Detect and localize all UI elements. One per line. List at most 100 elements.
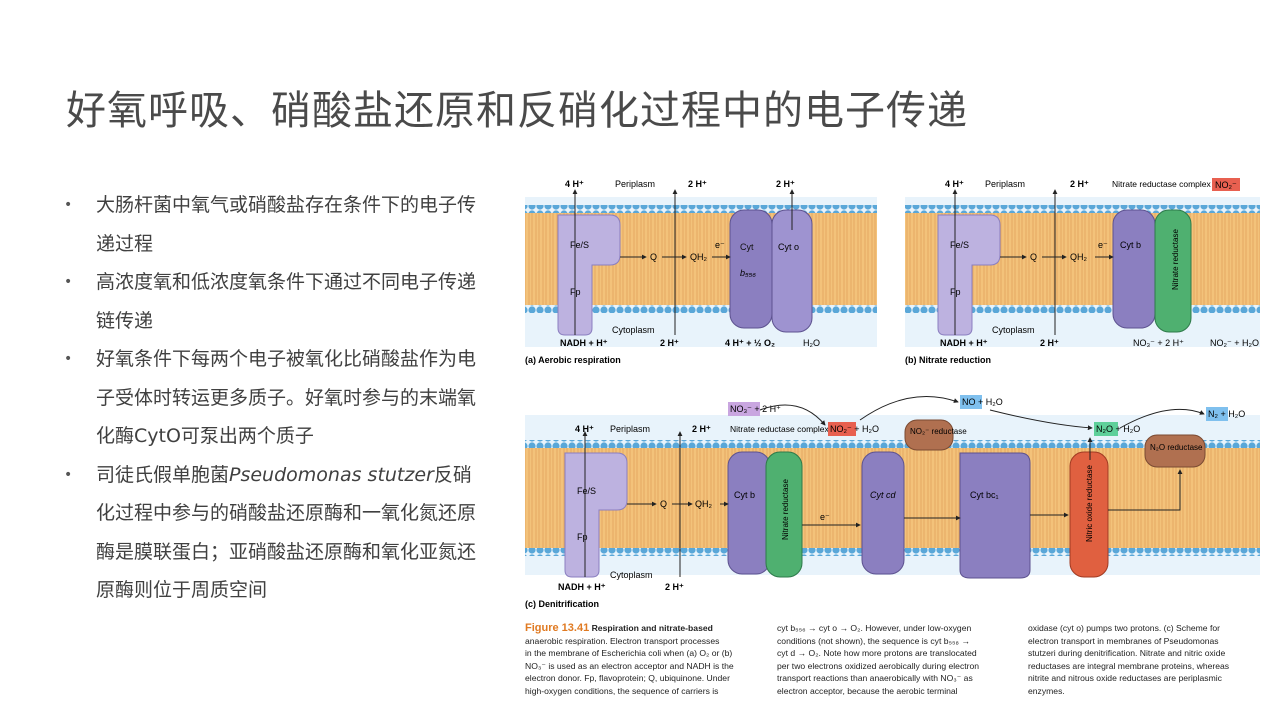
nitrate-red-label: Nitrate reductase bbox=[781, 479, 790, 540]
membrane-heads-top bbox=[525, 205, 877, 213]
cyt-b-enzyme bbox=[1112, 209, 1156, 329]
h-top-label: 2 H⁺ bbox=[776, 179, 795, 189]
nadh-label: NADH + H⁺ bbox=[940, 338, 988, 348]
h-top-label: 4 H⁺ bbox=[945, 179, 964, 189]
h2-label: 2 H⁺ bbox=[692, 424, 711, 434]
membrane-heads-bottom bbox=[905, 305, 1260, 313]
h-bottom-label: 2 H⁺ bbox=[660, 338, 679, 348]
h-bottom-label: 2 H⁺ bbox=[1040, 338, 1059, 348]
reaction-arrow bbox=[1119, 408, 1205, 429]
cyt-label: Cyt bbox=[740, 242, 754, 252]
cyt-b-enzyme bbox=[727, 451, 771, 575]
fes-label: Fe/S bbox=[950, 240, 969, 250]
bullet-item: 大肠杆菌中氧气或硝酸盐存在条件下的电子传递过程 bbox=[64, 186, 484, 263]
h-top-label: 2 H⁺ bbox=[688, 179, 707, 189]
nitrate-reductase-enzyme bbox=[1154, 209, 1192, 333]
n2o-red-label: N₂O reductase bbox=[1150, 443, 1203, 452]
h-top-label: 4 H⁺ bbox=[565, 179, 584, 189]
no2-bottom-label: NO₂⁻ + H₂O bbox=[1210, 338, 1259, 348]
panel-denitrification: Fe/S Fp Cyt b Nitrate reductase Cyt cd C… bbox=[525, 395, 1260, 609]
reaction-arrow bbox=[759, 404, 826, 426]
nitric-label: Nitric oxide reductase bbox=[1085, 465, 1094, 542]
reaction-arrow bbox=[859, 396, 959, 421]
no-box bbox=[960, 395, 982, 409]
no3-label: NO₃⁻ + 2 H⁺ bbox=[730, 404, 781, 414]
fes-label: Fe/S bbox=[577, 486, 596, 496]
caption-column-2: cyt b₅₅₆ → cyt o → O₂. However, under lo… bbox=[777, 623, 980, 696]
figure-svg: Fe/S Fp Cyt b₅₅₆ Cyt o Q QH₂ e⁻ 4 H⁺ Per… bbox=[525, 178, 1260, 609]
no2-box bbox=[1212, 178, 1240, 191]
q-label: Q bbox=[650, 252, 657, 262]
membrane-heads-top bbox=[905, 205, 1260, 213]
cytoplasm-label: Cytoplasm bbox=[612, 325, 655, 335]
q-label: Q bbox=[660, 499, 667, 509]
electron-transport-figure: Fe/S Fp Cyt b₅₅₆ Cyt o Q QH₂ e⁻ 4 H⁺ Per… bbox=[520, 170, 1265, 710]
caption-column-3: oxidase (cyt o) pumps two protons. (c) S… bbox=[1028, 623, 1230, 696]
h2o-label: H₂O bbox=[803, 338, 820, 348]
fes-fp-complex bbox=[564, 452, 628, 578]
complex-label: Nitrate reductase complex bbox=[1112, 179, 1211, 189]
fp-label: Fp bbox=[577, 532, 588, 542]
cytb-label: Cyt b bbox=[734, 490, 755, 500]
panel-aerobic: Fe/S Fp Cyt b₅₅₆ Cyt o Q QH₂ e⁻ 4 H⁺ Per… bbox=[525, 179, 877, 365]
membrane-heads-bottom bbox=[525, 305, 877, 313]
no2-reductase-enzyme bbox=[904, 419, 954, 451]
panel-b-caption: (b) Nitrate reduction bbox=[905, 355, 991, 365]
cytb-label: Cyt b bbox=[1120, 240, 1141, 250]
panel-c-caption: (c) Denitrification bbox=[525, 599, 599, 609]
no2-top-label: NO₂⁻ bbox=[1215, 180, 1237, 190]
complex-label: Nitrate reductase complex bbox=[730, 424, 829, 434]
cytbc1-label: Cyt bc₁ bbox=[970, 490, 999, 500]
fes-label: Fe/S bbox=[570, 240, 589, 250]
cytoplasm-label: Cytoplasm bbox=[992, 325, 1035, 335]
no3-box bbox=[728, 402, 760, 416]
o2-label: 4 H⁺ + ½ O₂ bbox=[725, 338, 775, 348]
cyt-cd-enzyme bbox=[861, 451, 905, 575]
qh2-label: QH₂ bbox=[690, 252, 708, 262]
figure-caption: Figure 13.41 Respiration and nitrate-bas… bbox=[525, 622, 1265, 708]
panel-a-caption: (a) Aerobic respiration bbox=[525, 355, 621, 365]
bullet-list: 大肠杆菌中氧气或硝酸盐存在条件下的电子传递过程 高浓度氧和低浓度氧条件下通过不同… bbox=[64, 186, 484, 610]
nadh-label: NADH + H⁺ bbox=[558, 582, 606, 592]
no3-label: NO₃⁻ + 2 H⁺ bbox=[1133, 338, 1184, 348]
electron-label: e⁻ bbox=[1098, 240, 1108, 250]
fes-fp-complex bbox=[557, 214, 621, 336]
cyto-label: Cyt o bbox=[778, 242, 799, 252]
h-bottom-label: 2 H⁺ bbox=[665, 582, 684, 592]
n2o-label: N₂O + H₂O bbox=[1096, 424, 1140, 434]
n2-label: N₂ + H₂O bbox=[1208, 409, 1245, 419]
caption-column-1: Figure 13.41 Respiration and nitrate-bas… bbox=[525, 622, 734, 696]
nadh-label: NADH + H⁺ bbox=[560, 338, 608, 348]
qh2-label: QH₂ bbox=[1070, 252, 1088, 262]
fes-fp-complex bbox=[937, 214, 1001, 336]
reaction-arrow bbox=[989, 409, 1093, 431]
panel-nitrate-reduction: Fe/S Fp Cyt b Nitrate reductase Q QH₂ e⁻… bbox=[905, 178, 1260, 365]
n2o-box bbox=[1094, 422, 1118, 436]
slide-title: 好氧呼吸、硝酸盐还原和反硝化过程中的电子传递 bbox=[66, 88, 968, 134]
h-top-label: 2 H⁺ bbox=[1070, 179, 1089, 189]
figure-label: Figure 13.41 bbox=[525, 622, 590, 634]
n2-box bbox=[1206, 407, 1228, 421]
periplasm-label: Periplasm bbox=[610, 424, 650, 434]
h4-label: 4 H⁺ bbox=[575, 424, 594, 434]
cytoplasm-label: Cytoplasm bbox=[610, 570, 653, 580]
qh2-label: QH₂ bbox=[695, 499, 713, 509]
reductase-label: Nitrate reductase bbox=[1171, 229, 1180, 290]
cytcd-label: Cyt cd bbox=[870, 490, 897, 500]
bullet-item: 好氧条件下每两个电子被氧化比硝酸盐作为电子受体时转运更多质子。好氧时参与的末端氧… bbox=[64, 340, 484, 456]
bullet-item: 高浓度氧和低浓度氧条件下通过不同电子传递链传递 bbox=[64, 263, 484, 340]
no-label: NO + H₂O bbox=[962, 397, 1003, 407]
no2-label: NO₂⁻ + H₂O bbox=[830, 424, 879, 434]
bullet-text-pre: 司徒氏假单胞菌 bbox=[96, 463, 230, 486]
electron-label: e⁻ bbox=[820, 512, 830, 522]
no2-red-label: NO₂⁻ reductase bbox=[910, 427, 967, 436]
bullet-text-post: 反硝化过程中参与的硝酸盐还原酶和一氧化氮还原酶是膜联蛋白；亚硝酸盐还原酶和氧化亚… bbox=[96, 463, 477, 602]
b556-label: b₅₅₆ bbox=[740, 268, 756, 278]
nitrate-reductase-enzyme bbox=[765, 451, 803, 578]
no2-box bbox=[828, 422, 856, 436]
bullet-item: 司徒氏假单胞菌Pseudomonas stutzer反硝化过程中参与的硝酸盐还原… bbox=[64, 456, 484, 610]
q-label: Q bbox=[1030, 252, 1037, 262]
membrane-heads-top bbox=[525, 440, 1260, 448]
periplasm-label: Periplasm bbox=[985, 179, 1025, 189]
nitric-oxide-reductase-enzyme bbox=[1069, 451, 1109, 578]
